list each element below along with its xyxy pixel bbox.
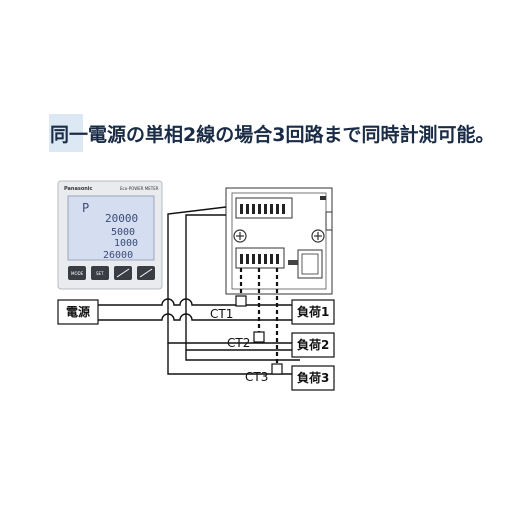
- power-meter-front: Panasonic Eco-POWER METER P 20000 5000 1…: [57, 180, 163, 290]
- meter-lcd-screen: [67, 195, 155, 261]
- power-source-label: 電源: [66, 304, 90, 319]
- svg-text:SET: SET: [96, 271, 104, 276]
- meter-lcd-row-1: 20000: [105, 212, 138, 225]
- meter-mode-button: [68, 266, 86, 280]
- ct1-label: CT1: [210, 307, 233, 321]
- power-lines: [98, 206, 300, 375]
- ct1-sensor: [235, 295, 247, 307]
- meter-model: Eco-POWER METER: [120, 186, 159, 191]
- load-1-box: [291, 299, 335, 325]
- load-1-label: 負荷1: [297, 304, 329, 319]
- load-2-label: 負荷2: [297, 337, 329, 352]
- load-2-box: [291, 332, 335, 358]
- ct3-label: CT3: [245, 370, 268, 384]
- ct-signal-lines: [239, 268, 279, 364]
- meter-lcd-row-2: 5000: [111, 227, 135, 238]
- load-3-label: 負荷3: [297, 370, 329, 385]
- meter-lcd-row-3: 1000: [114, 238, 138, 249]
- power-meter-rear: [225, 187, 333, 295]
- heading-highlight: [49, 114, 83, 152]
- page-title: 同一電源の単相2線の場合3回路まで同時計測可能。: [50, 124, 495, 146]
- load-3-box: [291, 365, 335, 391]
- ct3-sensor: [271, 363, 283, 375]
- meter-brand: Panasonic: [64, 186, 93, 192]
- svg-text:MODE: MODE: [71, 271, 84, 276]
- power-source-box: [57, 299, 99, 325]
- meter-lcd-mode: P: [82, 201, 89, 215]
- ct2-sensor: [253, 331, 265, 343]
- meter-set-button: [91, 266, 109, 280]
- meter-lcd-row-4: 26000: [103, 250, 133, 261]
- ct2-label: CT2: [227, 336, 250, 350]
